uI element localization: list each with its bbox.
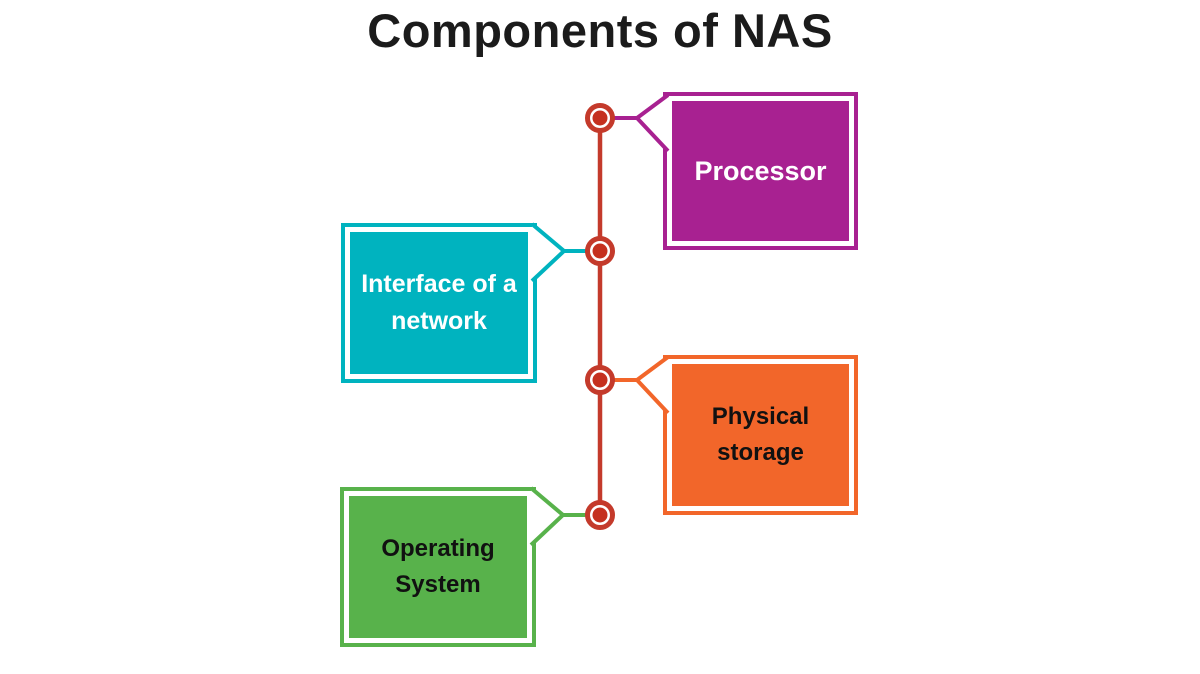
component-box-physical-storage: Physical storage bbox=[663, 355, 858, 515]
timeline-node-1 bbox=[585, 103, 615, 133]
timeline-node-2 bbox=[585, 236, 615, 266]
component-label-processor: Processor bbox=[694, 155, 827, 186]
component-box-network-interface: Interface of a network bbox=[341, 223, 537, 383]
component-label-operating-system: Operating System bbox=[381, 535, 495, 598]
component-box-processor: Processor bbox=[663, 92, 858, 250]
page-title: Components of NAS bbox=[367, 4, 833, 57]
component-label-network-interface: Interface of a network bbox=[361, 269, 517, 336]
timeline-node-3 bbox=[585, 365, 615, 395]
component-label-physical-storage: Physical storage bbox=[711, 403, 810, 466]
timeline-node-4 bbox=[585, 500, 615, 530]
component-box-operating-system: Operating System bbox=[340, 487, 536, 647]
